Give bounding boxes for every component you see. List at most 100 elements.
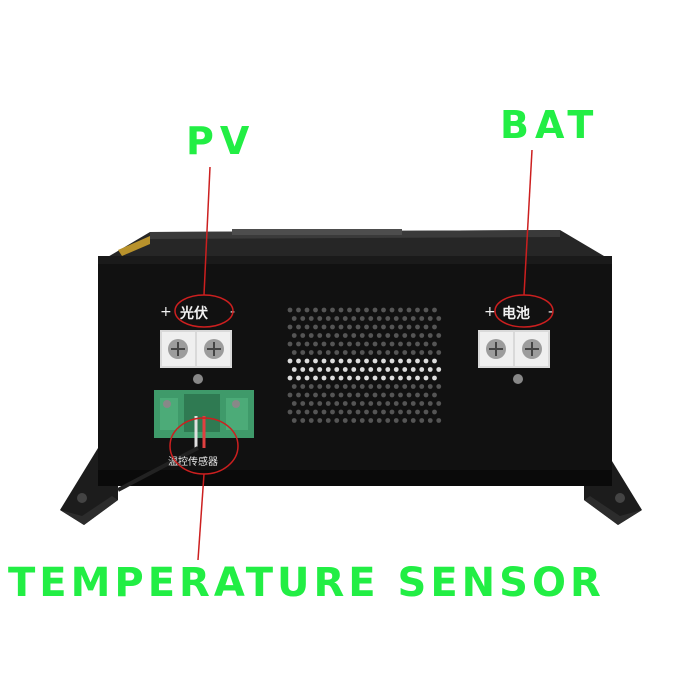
vent-hole: [287, 392, 293, 398]
vent-hole: [342, 316, 348, 321]
vent-hole: [359, 367, 365, 372]
vent-hole: [342, 384, 348, 389]
vent-hole: [385, 418, 391, 423]
vent-hole: [393, 401, 399, 406]
vent-hole: [351, 418, 357, 423]
vent-hole: [410, 401, 416, 406]
vent-hole: [330, 409, 335, 415]
vent-hole: [287, 409, 293, 415]
vent-hole: [313, 392, 318, 398]
vent-hole: [325, 367, 331, 372]
vent-hole: [372, 358, 378, 364]
vent-hole: [338, 324, 344, 330]
vent-hole: [308, 401, 314, 406]
vent-hole: [427, 367, 433, 372]
vent-hole: [364, 341, 369, 347]
vent-hole: [296, 358, 301, 364]
vent-hole: [432, 409, 437, 415]
pv-callout-label: PV: [186, 119, 256, 163]
vent-hole: [291, 401, 297, 406]
vent-hole: [381, 307, 386, 313]
vent-hole: [347, 324, 352, 330]
vent-hole: [351, 384, 357, 389]
vent-hole: [351, 350, 357, 355]
vent-hole: [304, 375, 310, 381]
vent-hole: [376, 384, 382, 389]
vent-hole: [423, 375, 429, 381]
vent-hole: [355, 324, 361, 330]
vent-hole: [406, 375, 412, 381]
vent-hole: [381, 392, 386, 398]
vent-hole: [432, 341, 437, 347]
vent-hole: [300, 316, 306, 321]
vent-hole: [351, 333, 357, 338]
temperature-sensor-connector: [117, 390, 254, 492]
vent-hole: [325, 384, 331, 389]
vent-hole: [304, 409, 310, 415]
vent-hole: [372, 409, 378, 415]
vent-hole: [342, 333, 348, 338]
vent-hole: [368, 367, 374, 372]
vent-hole: [410, 333, 416, 338]
vent-hole: [355, 341, 361, 347]
vent-hole: [376, 401, 382, 406]
vent-hole: [296, 375, 301, 381]
vent-hole: [317, 316, 323, 321]
vent-hole: [393, 418, 399, 423]
vent-hole: [308, 384, 314, 389]
vent-hole: [300, 367, 306, 372]
vent-hole: [436, 418, 442, 423]
vent-hole: [385, 367, 391, 372]
vent-hole: [291, 333, 297, 338]
sensor-port-label: 温控传感器: [168, 455, 218, 468]
vent-hole: [427, 418, 433, 423]
vent-hole: [427, 350, 433, 355]
vent-hole: [406, 307, 412, 313]
vent-hole: [372, 375, 378, 381]
vent-hole: [368, 418, 374, 423]
vent-hole: [393, 350, 399, 355]
vent-hole: [296, 307, 301, 313]
vent-hole: [368, 350, 374, 355]
temperature-sensor-callout-label: TEMPERATURE SENSOR: [8, 560, 605, 606]
vent-hole: [313, 324, 318, 330]
vent-hole: [419, 350, 425, 355]
vent-hole: [351, 316, 357, 321]
vent-hole: [347, 375, 352, 381]
vent-hole: [376, 316, 382, 321]
ventilation-grille: [287, 307, 442, 423]
vent-hole: [364, 324, 369, 330]
vent-hole: [313, 358, 318, 364]
vent-hole: [287, 307, 293, 313]
vent-hole: [330, 324, 335, 330]
vent-hole: [419, 333, 425, 338]
vent-hole: [347, 307, 352, 313]
vent-hole: [304, 341, 310, 347]
vent-hole: [291, 384, 297, 389]
vent-hole: [406, 358, 412, 364]
vent-hole: [325, 401, 331, 406]
vent-hole: [398, 324, 403, 330]
vent-hole: [317, 401, 323, 406]
vent-hole: [338, 392, 344, 398]
vent-hole: [415, 324, 420, 330]
vent-hole: [313, 375, 318, 381]
vent-hole: [308, 316, 314, 321]
vent-hole: [287, 341, 293, 347]
vent-hole: [406, 341, 412, 347]
vent-hole: [415, 392, 420, 398]
vent-hole: [381, 409, 386, 415]
vent-hole: [334, 418, 340, 423]
vent-hole: [347, 409, 352, 415]
vent-hole: [385, 333, 391, 338]
vent-hole: [330, 375, 335, 381]
vent-hole: [325, 418, 331, 423]
vent-hole: [342, 401, 348, 406]
vent-hole: [423, 341, 429, 347]
battery-plus-sign: +: [484, 304, 496, 320]
vent-hole: [385, 316, 391, 321]
vent-hole: [321, 307, 327, 313]
vent-hole: [402, 384, 408, 389]
vent-hole: [359, 316, 365, 321]
